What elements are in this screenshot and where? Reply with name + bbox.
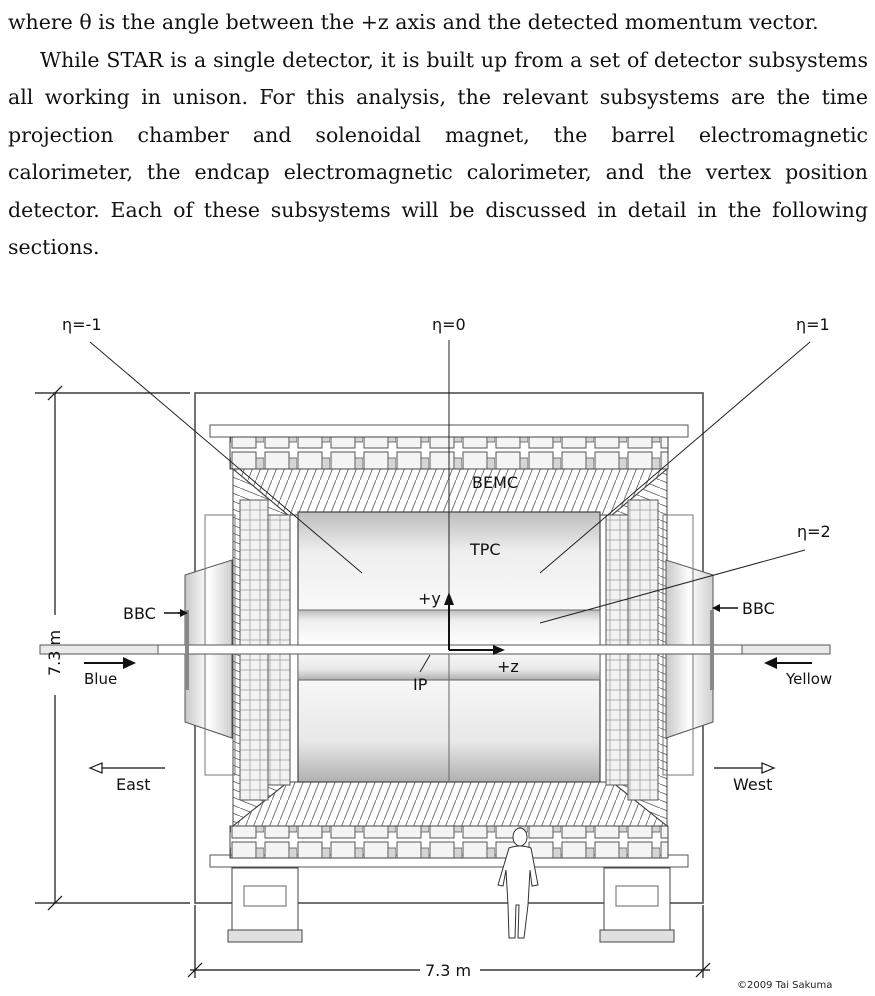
human-figure: [497, 827, 539, 939]
yellow-beam-label: Yellow: [785, 670, 832, 688]
width-dimension: [187, 905, 711, 978]
tpc-label: TPC: [469, 540, 501, 559]
height-dimension: [35, 385, 190, 911]
ip-label: IP: [413, 675, 428, 694]
west-label: West: [733, 775, 772, 794]
direction-arrows: [88, 762, 776, 774]
eta-minus-1-label: η=-1: [62, 315, 102, 334]
bemc-label: BEMC: [472, 473, 518, 492]
text-body: where θ is the angle between the +z axis…: [8, 4, 868, 267]
beam-arrows: [84, 604, 812, 669]
beam-pipe: [39, 610, 831, 690]
paragraph-1: where θ is the angle between the +z axis…: [8, 10, 819, 34]
star-detector-figure: η=-1 η=0 η=1 η=2 BEMC TPC +y +z IP BBC B…: [35, 315, 832, 991]
height-dimension-label: 7.3 m: [45, 630, 64, 676]
east-label: East: [116, 775, 151, 794]
figure-credit: ©2009 Tai Sakuma: [737, 980, 832, 991]
blue-beam-label: Blue: [84, 670, 117, 688]
eta-2-label: η=2: [797, 522, 831, 541]
bbc-right-label: BBC: [742, 599, 775, 618]
bbc-left-label: BBC: [123, 604, 156, 623]
width-dimension-label: 7.3 m: [425, 961, 471, 980]
plus-y-label: +y: [418, 589, 441, 608]
eta-0-label: η=0: [432, 315, 466, 334]
eta-1-label: η=1: [796, 315, 830, 334]
support-legs: [227, 867, 675, 943]
plus-z-label: +z: [497, 657, 519, 676]
coordinate-axes: [444, 592, 505, 655]
paragraph-2: While STAR is a single detector, it is b…: [8, 47, 868, 260]
